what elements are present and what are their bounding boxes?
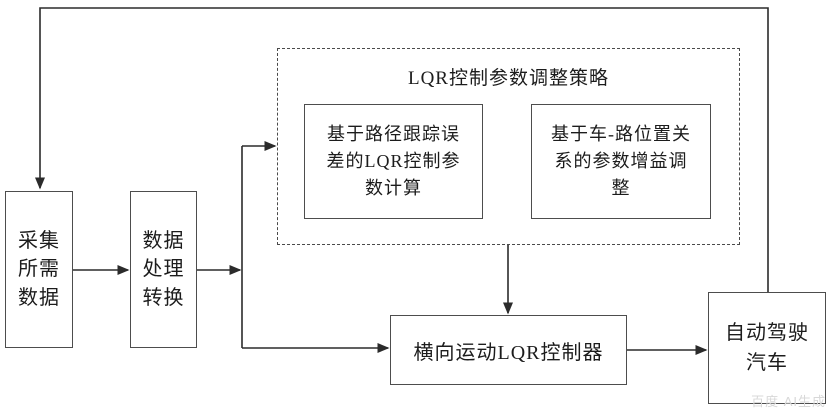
node-data-processing: 数据 处理 转换: [130, 191, 197, 348]
node-lateral-lqr-controller-label: 横向运动LQR控制器: [413, 341, 604, 364]
node-collect-data: 采集 所需 数据: [5, 191, 73, 348]
node-lateral-lqr-controller: 横向运动LQR控制器: [390, 315, 627, 385]
node-autonomous-vehicle: 自动驾驶 汽车: [708, 292, 826, 404]
node-collect-data-label: 采集 所需 数据: [18, 229, 60, 309]
node-gain-adjustment: 基于车-路位置关 系的参数增益调 整: [531, 104, 711, 219]
node-lqr-param-calculation-label: 基于路径跟踪误 差的LQR控制参 数计算: [326, 124, 461, 198]
node-gain-adjustment-label: 基于车-路位置关 系的参数增益调 整: [551, 124, 691, 198]
strategy-group-title: LQR控制参数调整策略: [407, 68, 609, 89]
node-lqr-param-calculation: 基于路径跟踪误 差的LQR控制参 数计算: [304, 104, 483, 219]
node-autonomous-vehicle-label: 自动驾驶 汽车: [725, 322, 809, 374]
feedback-loop-arrow: [35, 7, 769, 292]
node-data-processing-label: 数据 处理 转换: [142, 229, 185, 309]
strategy-group-box: LQR控制参数调整策略 基于路径跟踪误 差的LQR控制参 数计算 基于车-路位置…: [277, 48, 740, 245]
watermark: 百度 AI生成: [751, 394, 826, 409]
